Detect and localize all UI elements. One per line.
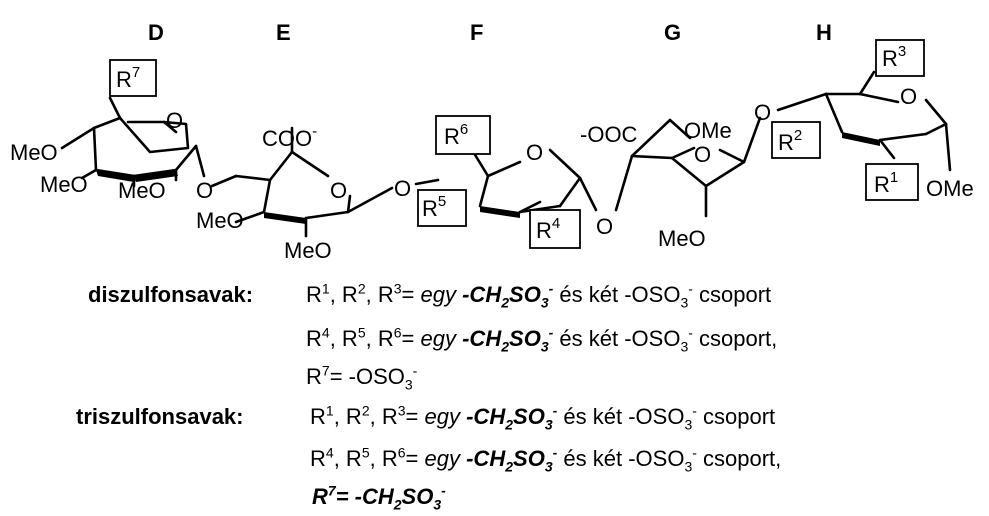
d-meo-3: MeO	[118, 178, 166, 203]
ring-label-d: D	[148, 20, 164, 45]
ring-label-g: G	[664, 20, 681, 45]
g-carboxylate: -OOC	[580, 122, 638, 147]
g-ome: OMe	[684, 118, 732, 143]
legend-di-row-1: R1, R2, R3= egy -CH2SO3- és két -OSO3- c…	[306, 280, 772, 311]
ring-label-f: F	[470, 20, 483, 45]
ring-g: -OOC OMe O MeO O	[580, 100, 771, 251]
substituent-box-r5	[417, 189, 467, 227]
ring-label-e: E	[276, 20, 291, 45]
e-carboxylate: COO-	[262, 123, 317, 151]
ring-label-h: H	[816, 20, 832, 45]
r4-label: R4	[536, 215, 560, 243]
substituent-box-r7	[109, 59, 157, 97]
g-h-glycosidic-o: O	[754, 100, 771, 125]
ring-f: R6 O R5 R4 O	[414, 115, 613, 249]
g-meo: MeO	[658, 226, 706, 251]
legend-di-label: diszulfonsavak:	[88, 282, 254, 307]
ring-h-oxygen: O	[900, 84, 917, 109]
e-meo-1: MeO	[196, 208, 244, 233]
r5-label: R5	[422, 193, 446, 221]
substituent-box-r2	[771, 121, 821, 159]
ring-d-oxygen: O	[166, 108, 183, 133]
legend-di-row-2: R4, R5, R6= egy -CH2SO3- és két -OSO3- c…	[306, 324, 778, 355]
r2-label: R2	[778, 127, 802, 155]
legend-tri-label: triszulfonsavak:	[76, 404, 244, 429]
d-ring-glycosidic-o: O	[196, 178, 213, 203]
d-meo-1: MeO	[10, 140, 58, 165]
r3-label: R3	[882, 43, 906, 71]
ring-g-oxygen: O	[694, 142, 711, 167]
legend-di-row-3: R7= -OSO3-	[306, 362, 418, 393]
substituent-box-r6	[435, 115, 491, 155]
substituent-box-r1	[865, 163, 919, 201]
substituent-box-r3	[875, 39, 925, 77]
ring-f-oxygen: O	[526, 140, 543, 165]
legend-tri-row-3: R7= -CH2SO3-	[312, 482, 446, 513]
e-f-glycosidic-o: O	[394, 176, 411, 201]
ring-h: R3 O R2 R1 OMe	[771, 39, 974, 201]
ring-e-oxygen: O	[330, 178, 347, 203]
substituent-box-r4	[529, 209, 581, 249]
legend-tri-row-1: R1, R2, R3= egy -CH2SO3- és két -OSO3- c…	[310, 402, 776, 433]
ring-e: COO- O MeO MeO O	[196, 123, 411, 263]
ring-d: O R7 MeO MeO MeO O	[10, 59, 213, 203]
r7-label: R7	[116, 64, 140, 92]
d-meo-2: MeO	[40, 172, 88, 197]
r6-label: R6	[444, 121, 468, 149]
e-meo-2: MeO	[284, 238, 332, 263]
legend-tri-row-2: R4, R5, R6= egy -CH2SO3- és két -OSO3- c…	[310, 444, 782, 475]
h-ome: OMe	[926, 176, 974, 201]
r1-label: R1	[874, 169, 898, 197]
f-g-glycosidic-o: O	[596, 214, 613, 239]
